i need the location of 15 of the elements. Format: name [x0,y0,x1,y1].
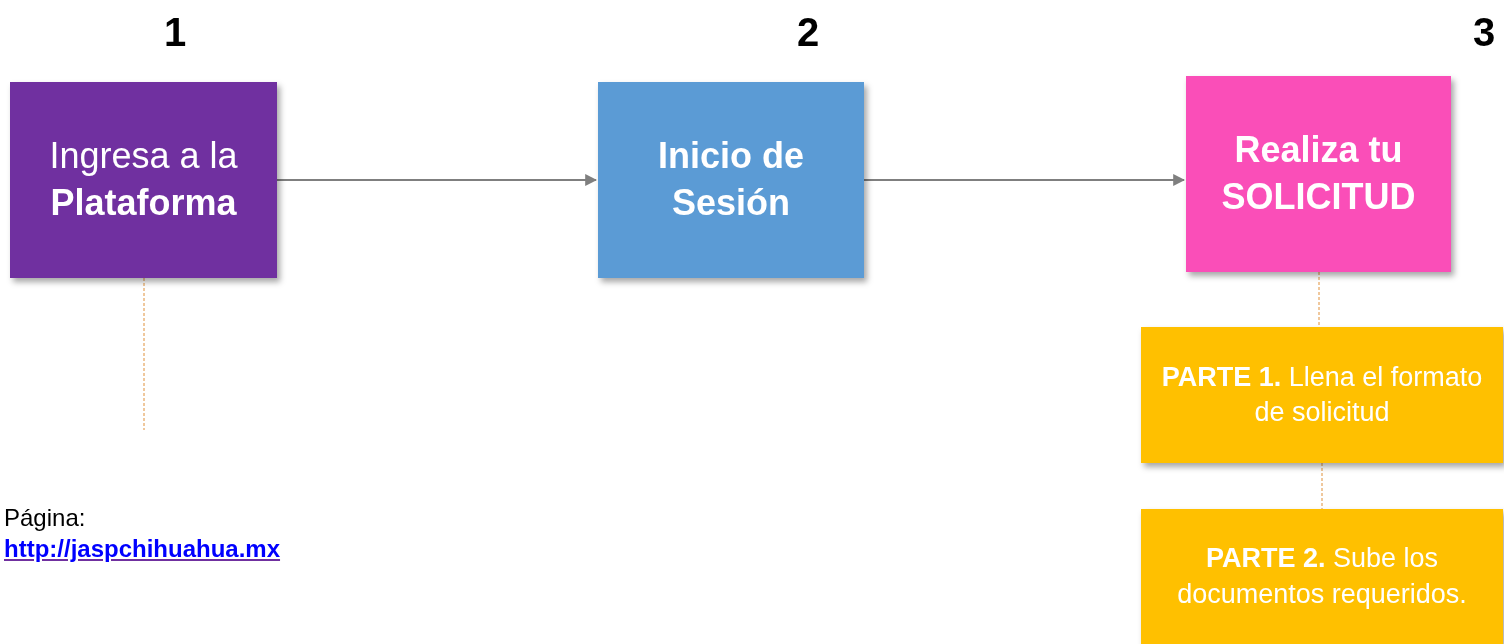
step-number: 3 [1472,12,1496,52]
step-number: 1 [163,12,187,52]
leader-line [1321,462,1323,510]
process-box: Ingresa a la Plataforma [10,82,277,278]
process-box: Realiza tu SOLICITUD [1186,76,1451,272]
step-number: 2 [796,12,820,52]
step-box: PARTE 2. Sube los documentos requeridos. [1141,509,1503,644]
web-link: http://jaspchihuahua.mx [4,534,281,565]
leader-line [1318,271,1320,328]
arrow [276,174,598,186]
leader-line [143,277,145,431]
step-box: PARTE 1. Llena el formato de solicitud [1141,327,1503,463]
arrow [863,174,1186,186]
note-text: Página: [4,503,86,533]
process-box: Inicio de Sesión [598,82,864,278]
